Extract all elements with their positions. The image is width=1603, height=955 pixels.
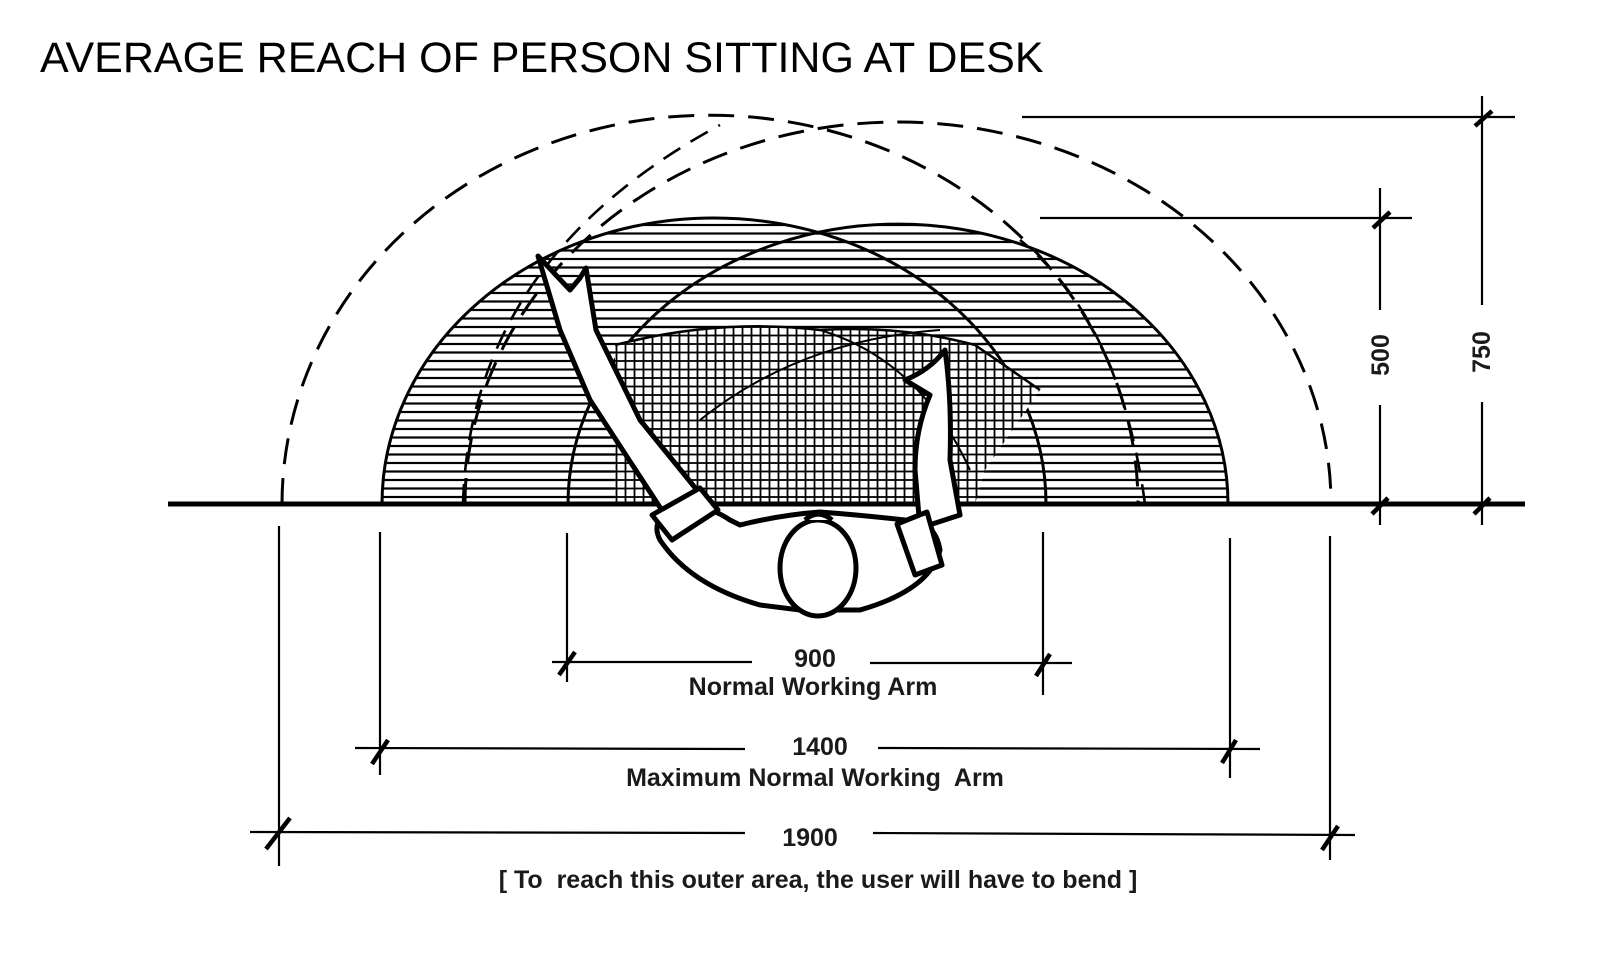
dimension-1900-value: 1900 bbox=[782, 824, 838, 852]
dimension-500: 500 bbox=[1040, 188, 1412, 525]
dimension-900: 900 Normal Working Arm bbox=[552, 645, 1072, 701]
left-cuff bbox=[649, 485, 721, 543]
head bbox=[777, 517, 859, 619]
dimension-900-value: 900 bbox=[794, 645, 836, 673]
dimension-1900-note: [ To reach this outer area, the user wil… bbox=[499, 866, 1138, 894]
seated-person-figure bbox=[535, 253, 963, 619]
dimension-900-label: Normal Working Arm bbox=[689, 673, 938, 701]
dimension-1400-label: Maximum Normal Working Arm bbox=[626, 764, 1004, 792]
diagram-title: AVERAGE REACH OF PERSON SITTING AT DESK bbox=[40, 34, 1044, 82]
dimension-750: 750 bbox=[1022, 96, 1515, 525]
right-outer-dashed-arc bbox=[463, 120, 1333, 504]
dimension-1900: 1900 [ To reach this outer area, the use… bbox=[249, 816, 1356, 894]
left-arm bbox=[535, 253, 708, 518]
right-arm bbox=[902, 347, 963, 531]
dimension-1400: 1400 Maximum Normal Working Arm bbox=[354, 733, 1261, 792]
dimension-500-value: 500 bbox=[1367, 334, 1395, 376]
extension-lines bbox=[277, 526, 1332, 866]
right-cuff bbox=[894, 509, 945, 578]
dimension-1400-value: 1400 bbox=[792, 733, 848, 761]
dimension-750-value: 750 bbox=[1468, 331, 1496, 373]
nose bbox=[803, 511, 834, 522]
inner-dashed-arcs bbox=[461, 123, 1147, 504]
